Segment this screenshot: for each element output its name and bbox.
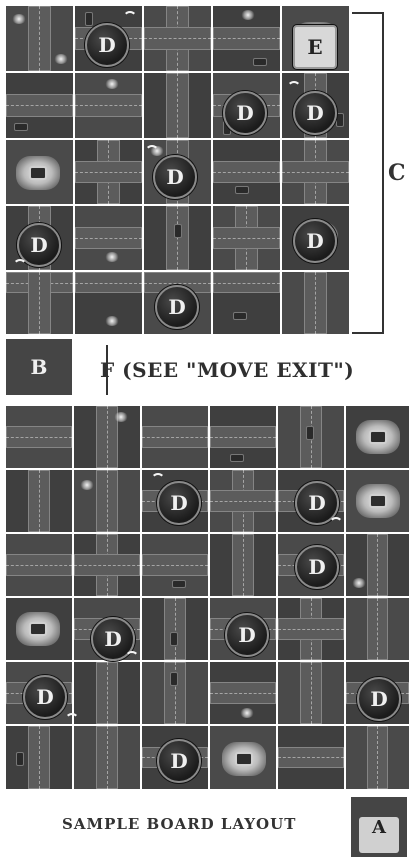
board-tile[interactable] xyxy=(281,271,350,335)
board-tile[interactable] xyxy=(73,469,141,533)
board-tile[interactable] xyxy=(277,597,345,661)
board-tile[interactable] xyxy=(281,139,350,205)
board-tile[interactable] xyxy=(73,725,141,790)
board-tile[interactable] xyxy=(5,405,73,469)
board-tile[interactable] xyxy=(143,72,212,139)
board-tile[interactable] xyxy=(74,72,143,139)
board-tile[interactable] xyxy=(5,469,73,533)
board-tile[interactable] xyxy=(5,72,74,139)
board-tile[interactable] xyxy=(209,533,277,597)
tile-a[interactable]: A xyxy=(350,796,408,858)
board-tile[interactable] xyxy=(209,725,277,790)
plaza-fountain xyxy=(16,156,60,190)
plaza-fountain xyxy=(16,612,60,646)
bottom-board: D D D D D D D D xyxy=(5,405,410,790)
e-marker[interactable]: E xyxy=(293,25,337,69)
board-tile[interactable] xyxy=(5,5,74,72)
board-tile[interactable] xyxy=(5,271,74,335)
board-tile[interactable] xyxy=(209,405,277,469)
d-marker[interactable]: D xyxy=(293,219,337,263)
d-marker[interactable]: D xyxy=(225,613,269,657)
label-f: F (SEE "MOVE EXIT") xyxy=(100,358,354,382)
d-marker[interactable]: D xyxy=(157,481,201,525)
board-tile[interactable] xyxy=(5,725,73,790)
board-tile[interactable] xyxy=(141,597,209,661)
board-tile[interactable] xyxy=(143,5,212,72)
board-tile[interactable] xyxy=(74,139,143,205)
d-marker[interactable]: D xyxy=(23,675,67,719)
board-tile[interactable] xyxy=(345,533,410,597)
rotation-arrow-icon xyxy=(287,81,301,95)
board-tile[interactable] xyxy=(73,533,141,597)
rotation-arrow-icon xyxy=(329,517,343,531)
d-marker[interactable]: D xyxy=(223,91,267,135)
d-marker[interactable]: D xyxy=(85,23,129,67)
plaza-fountain xyxy=(222,742,266,776)
tile-a-label: A xyxy=(359,817,399,853)
board-tile[interactable] xyxy=(209,661,277,725)
board-tile[interactable] xyxy=(5,139,74,205)
d-marker[interactable]: D xyxy=(153,155,197,199)
rotation-arrow-icon xyxy=(151,473,165,487)
board-tile[interactable] xyxy=(212,5,281,72)
board-tile[interactable] xyxy=(212,205,281,271)
d-marker[interactable]: D xyxy=(157,739,201,783)
board-tile[interactable] xyxy=(74,205,143,271)
board-tile[interactable] xyxy=(212,271,281,335)
board-tile[interactable] xyxy=(212,139,281,205)
tile-b[interactable]: B xyxy=(5,338,73,396)
plaza-fountain xyxy=(356,420,400,454)
board-tile[interactable] xyxy=(143,205,212,271)
rotation-arrow-icon xyxy=(125,651,139,665)
board-tile[interactable] xyxy=(141,533,209,597)
d-marker[interactable]: D xyxy=(293,91,337,135)
board-tile[interactable] xyxy=(345,725,410,790)
d-marker[interactable]: D xyxy=(155,285,199,329)
board-tile[interactable] xyxy=(277,725,345,790)
rotation-arrow-icon xyxy=(123,11,137,25)
board-tile[interactable] xyxy=(141,661,209,725)
board-tile[interactable] xyxy=(277,405,345,469)
board-tile[interactable] xyxy=(73,405,141,469)
rotation-arrow-icon xyxy=(145,145,159,159)
board-tile[interactable] xyxy=(73,661,141,725)
board-tile[interactable] xyxy=(345,405,410,469)
d-marker[interactable]: D xyxy=(295,545,339,589)
rotation-arrow-icon xyxy=(65,713,79,727)
board-tile[interactable] xyxy=(345,597,410,661)
board-tile[interactable] xyxy=(209,469,277,533)
label-c: C xyxy=(388,160,406,186)
rotation-arrow-icon xyxy=(13,259,27,273)
board-tile[interactable] xyxy=(277,661,345,725)
section-c-bracket xyxy=(352,12,384,334)
top-board: D E D D D D D D xyxy=(5,5,350,335)
board-caption: SAMPLE BOARD LAYOUT xyxy=(62,815,296,833)
plaza-fountain xyxy=(356,484,400,518)
d-marker[interactable]: D xyxy=(357,677,401,721)
board-tile[interactable] xyxy=(5,597,73,661)
board-tile[interactable] xyxy=(141,405,209,469)
board-tile[interactable] xyxy=(345,469,410,533)
board-tile[interactable] xyxy=(5,533,73,597)
board-tile[interactable] xyxy=(74,271,143,335)
